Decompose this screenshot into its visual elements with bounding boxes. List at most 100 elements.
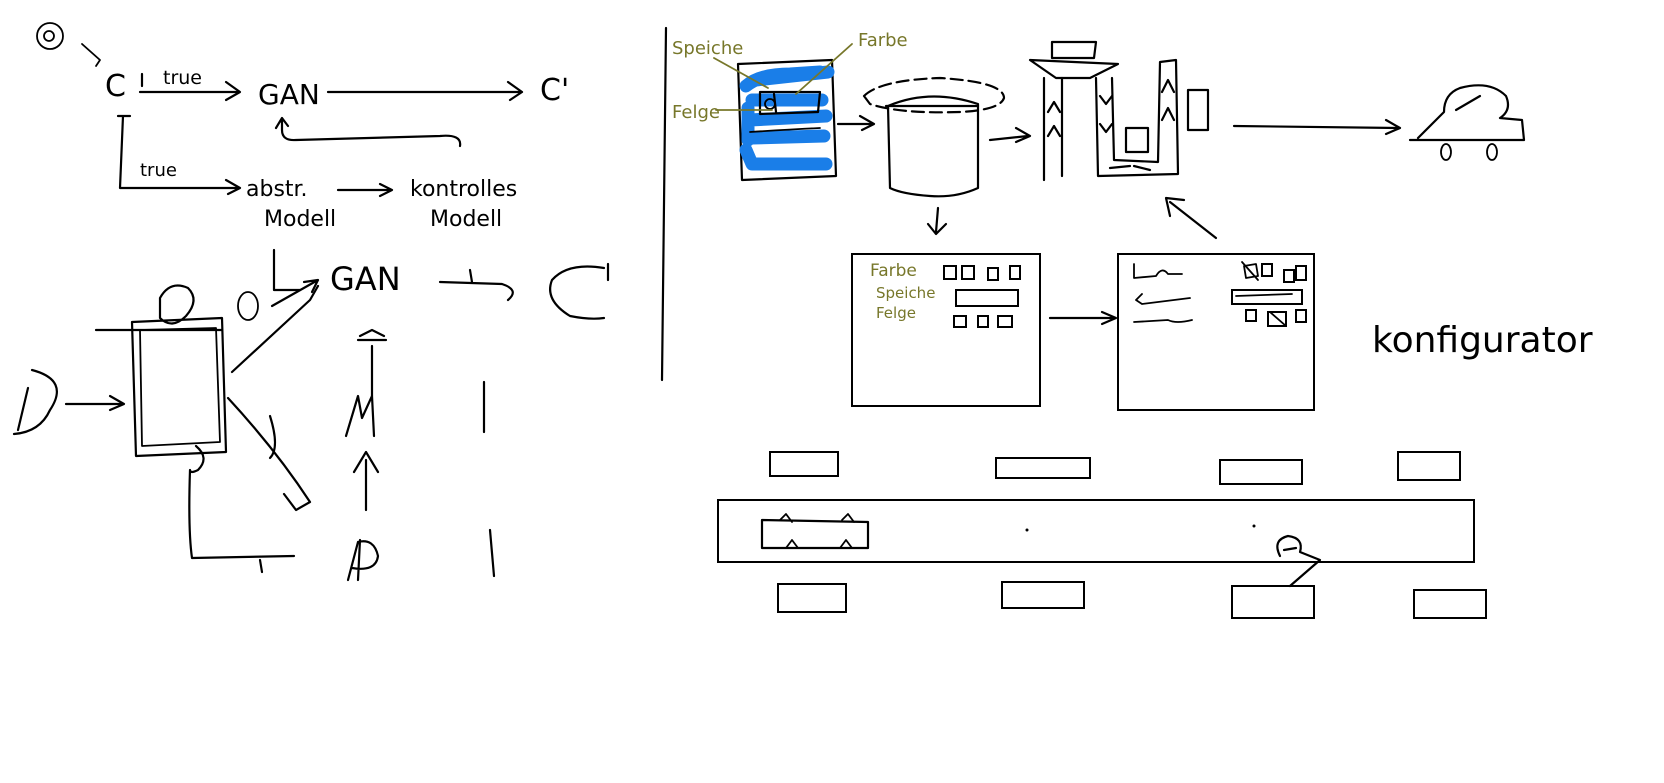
screen1-option <box>961 265 975 280</box>
bottom-block-4 <box>1413 589 1487 619</box>
konfigurator-label: konfigurator <box>1372 320 1593 361</box>
spokes-label: Speiche <box>672 38 743 59</box>
vertical-bar <box>272 248 302 292</box>
arrow-c-to-gan <box>138 72 242 102</box>
frame-leader <box>795 43 853 95</box>
road-dot <box>1025 528 1029 532</box>
arrow-screen-to-factory <box>1164 196 1218 240</box>
road-dot <box>1252 524 1256 528</box>
conveyor-floor-marks <box>1108 164 1152 172</box>
device-bottom-loop <box>188 444 296 560</box>
feedback-arrow <box>274 116 462 148</box>
factory-box <box>1124 126 1150 154</box>
end-label-cprime: C' <box>540 73 569 108</box>
device-inner <box>139 327 221 447</box>
card-circle <box>764 98 776 110</box>
factory-top <box>1028 58 1120 80</box>
top-block-2 <box>995 457 1091 479</box>
screen2-option <box>1283 269 1295 283</box>
screen2-option <box>1295 265 1307 281</box>
device-head-scribble <box>158 284 195 325</box>
arrow-abstract-to-controlled <box>336 182 394 198</box>
screen1-row-3: Felge <box>876 304 916 322</box>
vehicle-on-road <box>760 518 870 550</box>
conveyor-arrows <box>1046 78 1176 138</box>
factory-side-box <box>1186 88 1210 132</box>
car-window <box>1454 94 1482 112</box>
factory-u-conveyor <box>1042 58 1180 182</box>
product-card <box>736 58 838 182</box>
screen-1: Farbe Speiche Felge <box>851 253 1041 407</box>
top-flow-diagram: C true GAN C' true abstr. Modell kontrol… <box>36 22 569 232</box>
bottom-block-2 <box>1001 581 1085 609</box>
road-layout <box>717 451 1487 619</box>
screen2-option-x <box>1269 311 1287 327</box>
up-arrow-1 <box>356 328 388 398</box>
device-right-curve <box>268 414 277 460</box>
arrow-branch-abstract <box>116 114 242 196</box>
screen2-row-1 <box>1133 263 1183 279</box>
screen-2 <box>1117 253 1315 411</box>
up-arrow-2 <box>352 450 380 512</box>
person-on-road <box>1276 534 1322 588</box>
rim-label: Felge <box>672 102 720 123</box>
car-wheel-front <box>1440 143 1452 161</box>
screen2-row-3 <box>1133 319 1193 323</box>
device-right-arrow <box>226 396 312 512</box>
arrow-screen1-to-screen2 <box>1048 310 1118 326</box>
at-symbol <box>36 22 64 50</box>
screen-2-frame <box>1117 253 1315 411</box>
node-controlled-sub: Modell <box>430 207 502 232</box>
car-wheel-rear <box>1486 143 1498 161</box>
arrow-gan-to-cprime <box>326 80 524 102</box>
blue-highlight <box>739 65 835 171</box>
screen1-option <box>953 315 967 328</box>
arrow-to-car <box>1232 118 1402 136</box>
top-block-3 <box>1219 459 1303 485</box>
factory-cap <box>1050 40 1098 60</box>
edge-label-true-1: true <box>163 67 202 89</box>
vehicle-wheels <box>779 513 855 549</box>
node-controlled: kontrolles <box>410 177 517 202</box>
top-block-4 <box>1397 451 1461 481</box>
screen2-option <box>1245 309 1257 322</box>
screen2-slider-fill <box>1235 293 1293 297</box>
small-circle <box>237 291 259 321</box>
edge-label-true-2: true <box>140 160 177 181</box>
right-top-flow: Speiche Farbe Felge <box>672 30 1526 240</box>
road <box>717 499 1475 563</box>
start-arrow <box>81 43 101 67</box>
screen2-option <box>1295 309 1307 323</box>
node-gan2: GAN <box>330 260 401 298</box>
arrow-gan2-to-cprime <box>438 268 514 302</box>
bottom-block-3 <box>1231 585 1315 619</box>
screen1-option <box>1009 265 1021 280</box>
frame-label: Farbe <box>858 30 908 51</box>
bottom-flow-sketch: GAN C' <box>12 248 610 582</box>
screen2-option <box>1267 311 1287 327</box>
device-outline <box>130 316 228 458</box>
node-gan: GAN <box>258 78 320 111</box>
bottom-block-1 <box>777 583 847 613</box>
lower-sketch-glyph <box>346 538 380 582</box>
car-body <box>1408 84 1526 142</box>
screen-1-frame <box>851 253 1041 407</box>
screen1-row-2: Speiche <box>876 284 935 302</box>
bin-container <box>886 95 980 198</box>
screen2-option <box>1261 263 1273 277</box>
right-ticks <box>482 380 496 578</box>
arrow-to-gan2 <box>270 278 320 308</box>
spokes-leader <box>713 57 769 89</box>
start-label-c: C <box>105 69 126 104</box>
upper-sketch-glyph <box>344 394 376 438</box>
small-tick <box>258 558 264 574</box>
arrow-card-to-bin <box>836 114 876 132</box>
node-abstract-sub: Modell <box>264 207 336 232</box>
screen2-row-2 <box>1135 293 1191 305</box>
node-abstract: abstr. <box>246 177 308 202</box>
screen2-slider <box>1231 289 1303 305</box>
screen1-row-1: Farbe <box>870 261 917 281</box>
screen1-option <box>943 265 957 280</box>
screen1-slider <box>955 289 1019 307</box>
